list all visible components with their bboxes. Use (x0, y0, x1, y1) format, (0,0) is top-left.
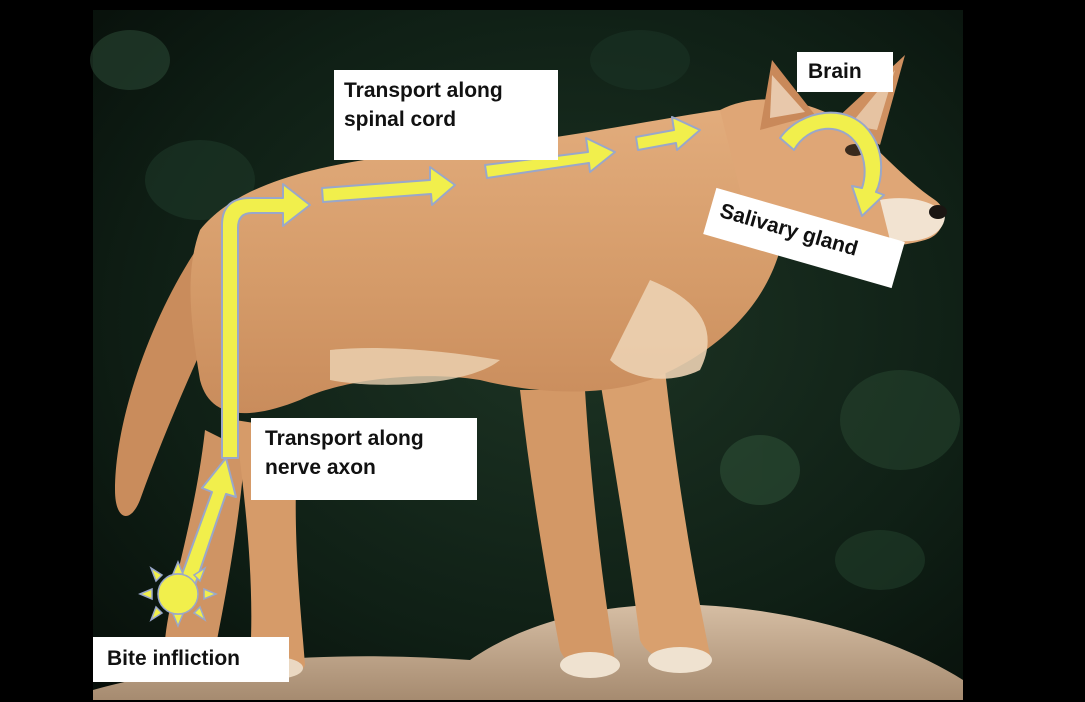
label-bite-infliction: Bite infliction (93, 637, 289, 682)
label-transport-spinal-cord: Transport along spinal cord (334, 70, 558, 160)
label-transport-nerve-axon: Transport along nerve axon (251, 418, 477, 500)
label-brain: Brain (797, 52, 893, 92)
